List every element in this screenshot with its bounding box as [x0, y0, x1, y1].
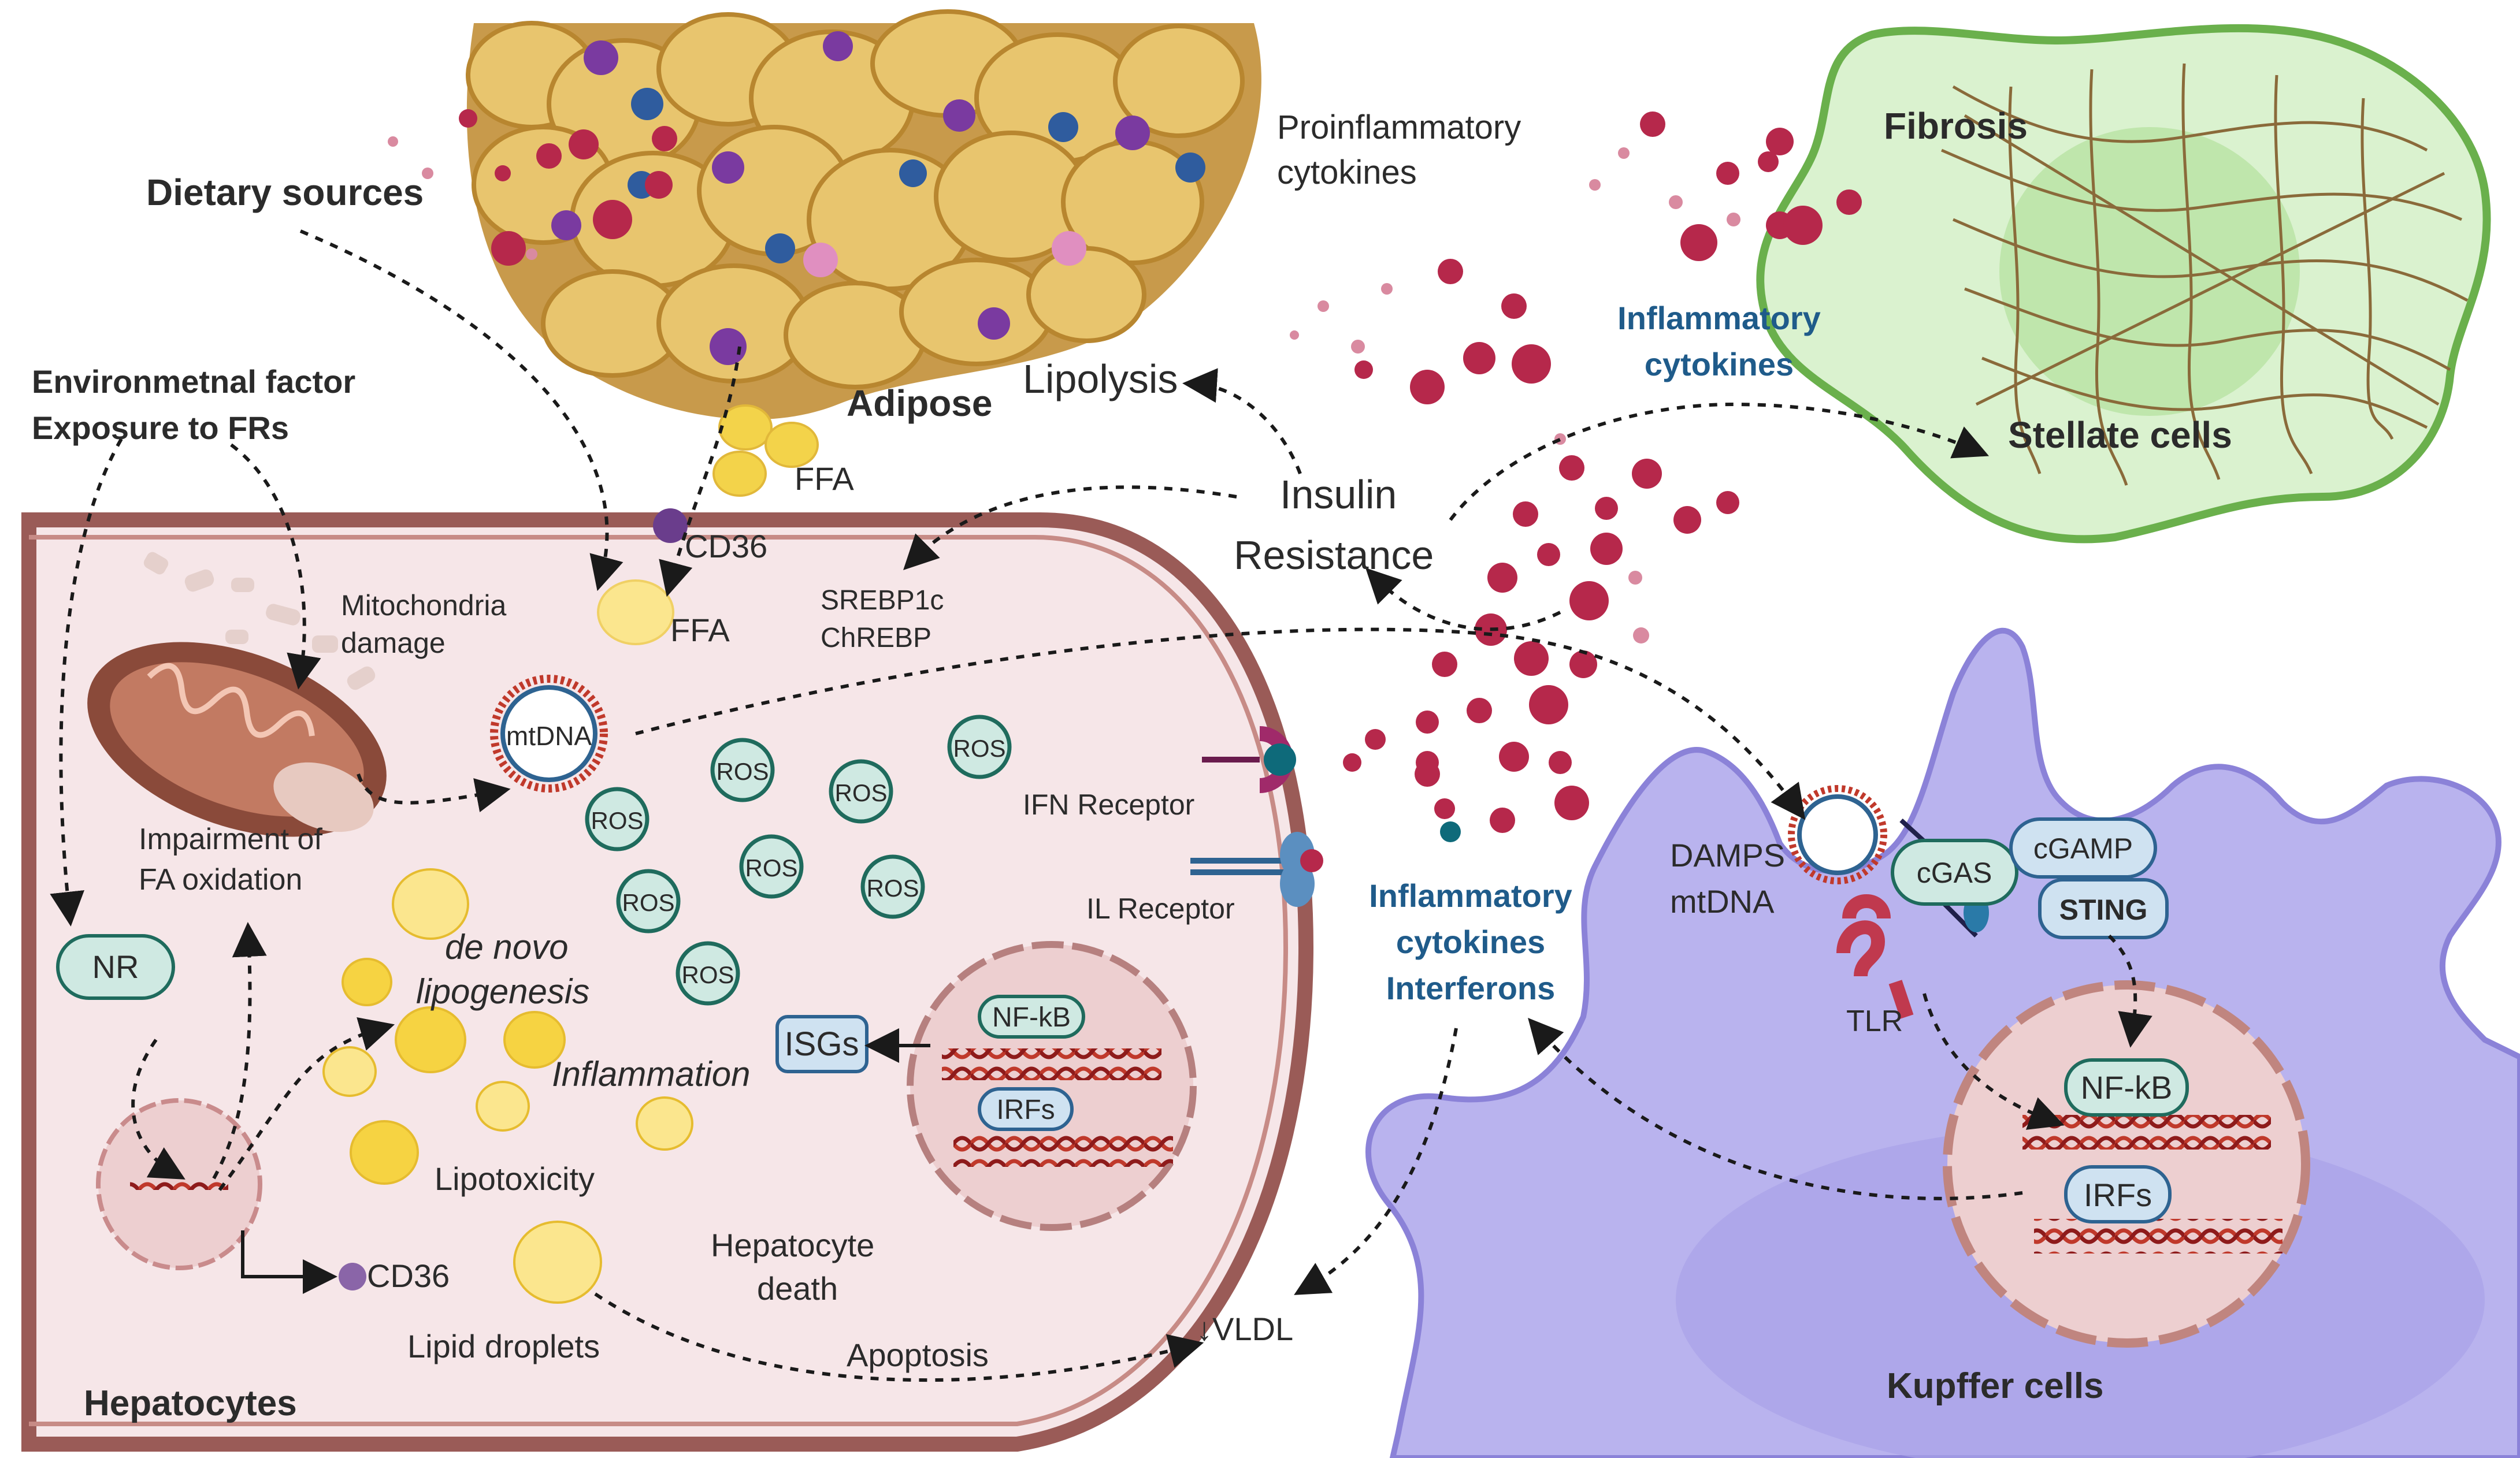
- label-inflam-bottom-3: Interferons: [1386, 970, 1556, 1006]
- label-damps: DAMPS: [1670, 837, 1785, 873]
- label-fibrosis: Fibrosis: [1884, 105, 2028, 147]
- label-ifn-receptor: IFN Receptor: [1023, 788, 1194, 821]
- label-hep-death-1: Hepatocyte: [711, 1227, 874, 1263]
- label-exposure: Exposure to FRs: [32, 410, 289, 446]
- label-inflam-bottom-2: cytokines: [1396, 924, 1545, 960]
- label-resistance: Resistance: [1234, 533, 1434, 578]
- label-environmental: Environmetnal factor: [32, 363, 355, 400]
- label-mito-2: damage: [341, 627, 446, 659]
- kupffer-mtdna: [1788, 785, 1887, 884]
- mtdna-plasmid: [490, 675, 608, 793]
- label-vldl: ↓VLDL: [1196, 1311, 1293, 1347]
- arrows: [50, 229, 2152, 1382]
- mitochondria-fragments: [143, 552, 376, 690]
- label-nr: NR: [92, 949, 139, 985]
- label-srebp1c: SREBP1c: [821, 585, 944, 616]
- label-irfs: IRFs: [996, 1095, 1055, 1125]
- adipose-cytokines: [388, 109, 537, 260]
- ros-label-6: ROS: [866, 875, 919, 902]
- ros-label-5: ROS: [745, 854, 797, 882]
- ros-bubbles: [585, 715, 1012, 1006]
- cytokine-cloud: [1290, 111, 1862, 842]
- irfs-k-pill: [2064, 1165, 2172, 1223]
- label-cgamp: cGAMP: [2033, 832, 2133, 865]
- label-ffa-top: FFA: [795, 460, 854, 497]
- label-insulin: Insulin: [1280, 472, 1397, 517]
- stellate-nucleus: [1999, 127, 2300, 416]
- label-kupffer: Kupffer cells: [1887, 1366, 2104, 1406]
- ffa-droplets-top: [712, 404, 819, 497]
- ros-label-3: ROS: [953, 735, 1005, 762]
- lipid-droplets: [322, 868, 693, 1304]
- tlr-shape: [1836, 894, 1914, 1019]
- label-lipogenesis: lipogenesis: [416, 972, 589, 1011]
- il-receptor-shape: [1190, 832, 1323, 907]
- fibrosis-fibers: [1940, 63, 2469, 486]
- mitochondria: [87, 642, 387, 837]
- irfs-pill: [978, 1087, 1074, 1131]
- kupffer-nucleus: [1943, 980, 2310, 1348]
- label-inflam-bottom-1: Inflammatory: [1369, 877, 1572, 914]
- label-cd36-top: CD36: [685, 528, 767, 564]
- cgas-pill: [1891, 839, 2018, 906]
- label-lipotoxicity: Lipotoxicity: [435, 1161, 595, 1197]
- adipose-tissue: [466, 9, 1261, 420]
- label-lipolysis: Lipolysis: [1023, 356, 1178, 401]
- hepatocyte-small-nucleus: [96, 1098, 262, 1270]
- label-chrebp: ChREBP: [821, 623, 931, 653]
- label-nfkb-k: NF-kB: [2081, 1069, 2173, 1106]
- label-impairment-2: FA oxidation: [139, 863, 302, 897]
- label-hep-death-2: death: [757, 1270, 838, 1307]
- label-dietary-1: Dietary sources: [146, 172, 424, 213]
- label-irfs-k: IRFs: [2084, 1177, 2152, 1213]
- ros-label-7: ROS: [622, 889, 674, 916]
- ffa-inner-droplet: [597, 579, 674, 645]
- label-apoptosis: Apoptosis: [847, 1337, 989, 1373]
- label-inflam-cyt-2: cytokines: [1645, 346, 1794, 382]
- label-de-novo: de novo: [445, 928, 569, 966]
- label-lipid-droplets: Lipid droplets: [407, 1328, 600, 1364]
- cd36-top-receptor: [653, 508, 688, 543]
- ros-label-8: ROS: [681, 961, 734, 988]
- label-ffa-inner: FFA: [670, 612, 730, 648]
- label-mtdna-k: mtDNA: [1670, 883, 1775, 920]
- label-cgas: cGAS: [1917, 857, 1992, 889]
- ifn-receptor-shape: [1202, 726, 1296, 793]
- label-mito-1: Mitochondria: [341, 589, 506, 622]
- label-cytokines: cytokines: [1277, 154, 1417, 191]
- label-stellate-cells: Stellate cells: [2008, 414, 2232, 456]
- label-isgs: ISGs: [785, 1025, 859, 1063]
- nfkb-pill: [978, 995, 1085, 1039]
- label-adipose: Adipose: [847, 382, 992, 424]
- hepatocyte-nucleus: [907, 941, 1197, 1231]
- ros-label-4: ROS: [591, 807, 643, 834]
- label-mtdna: mtDNA: [506, 721, 592, 751]
- cd36-bottom-receptor: [339, 1263, 366, 1290]
- label-proinflammatory: Proinflammatory: [1277, 109, 1521, 146]
- label-impairment-1: Impairment of: [139, 823, 322, 856]
- label-tlr: TLR: [1846, 1005, 1903, 1038]
- ros-label-2: ROS: [834, 779, 887, 806]
- label-cd36-bottom: CD36: [367, 1258, 450, 1294]
- label-il-receptor: IL Receptor: [1086, 892, 1235, 925]
- nfkb-k-pill: [2064, 1058, 2189, 1117]
- label-hepatocytes: Hepatocytes: [84, 1383, 297, 1423]
- cgamp-pill: [2009, 817, 2157, 879]
- label-inflammation: Inflammation: [552, 1055, 750, 1094]
- label-inflam-cyt-1: Inflammatory: [1617, 300, 1821, 336]
- nr-pill: [56, 934, 175, 1000]
- sting-pill: [2038, 878, 2169, 939]
- label-nfkb: NF-kB: [992, 1002, 1071, 1033]
- label-sting: STING: [2059, 894, 2148, 926]
- ros-label-1: ROS: [716, 758, 769, 785]
